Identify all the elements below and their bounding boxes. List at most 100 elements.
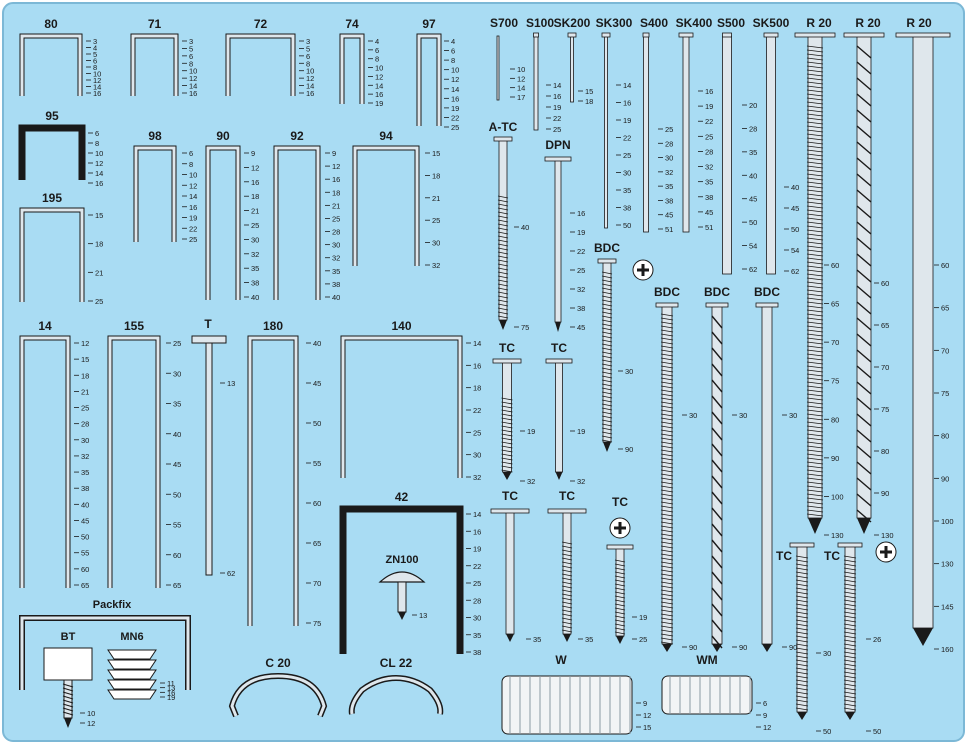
thread-line: [843, 635, 857, 639]
thread-line: [497, 195, 509, 199]
staple-label: 42: [395, 490, 409, 504]
tick-label: 32: [251, 250, 259, 259]
tick-label: 21: [251, 207, 259, 216]
thread-line: [601, 335, 613, 339]
thread-line: [806, 441, 824, 445]
thread-line: [614, 567, 626, 571]
thread-line: [601, 359, 613, 363]
thread-line: [601, 423, 613, 427]
thread-line: [601, 295, 613, 299]
tick-label: 14: [623, 81, 631, 90]
thread-line: [614, 575, 626, 579]
twist-line: [856, 205, 872, 219]
tick-label: 100: [941, 517, 954, 526]
tick-label: 16: [577, 209, 585, 218]
thread-line: [806, 205, 824, 209]
thread-line: [561, 629, 573, 633]
thread-line: [806, 289, 824, 293]
tick-label: 19: [623, 116, 631, 125]
tick-label: 35: [533, 635, 541, 644]
pin-shank: [554, 159, 562, 323]
thread-line: [806, 165, 824, 169]
pin-point: [845, 712, 855, 720]
pin-label: TC: [499, 341, 515, 355]
phillips-head-cross: [614, 522, 626, 534]
tick-label: 9: [643, 699, 647, 708]
thread-line: [561, 589, 573, 593]
thread-line: [660, 409, 674, 413]
pin-label: SK500: [753, 16, 790, 30]
thread-line: [795, 703, 809, 707]
thread-line: [660, 517, 674, 521]
tick-label: 25: [705, 132, 713, 141]
tick-label: 32: [577, 285, 585, 294]
tick-label: 35: [332, 267, 340, 276]
thread-line: [660, 365, 674, 369]
twist-line: [856, 477, 872, 491]
tick-label: 32: [665, 168, 673, 177]
fastener-label: MN6: [120, 631, 143, 643]
twist-line: [856, 349, 872, 363]
tick-label: 25: [577, 266, 585, 275]
twist-line: [711, 411, 723, 425]
thread-line: [795, 691, 809, 695]
tick-label: 10: [87, 709, 95, 718]
thread-line: [806, 177, 824, 181]
thread-line: [806, 209, 824, 213]
thread-line: [561, 573, 573, 577]
tick-label: 75: [521, 323, 529, 332]
pin-shank: [643, 35, 649, 233]
tick-label: 130: [831, 531, 844, 540]
thread-line: [806, 273, 824, 277]
tick-label: 14: [451, 85, 459, 94]
thread-line: [806, 189, 824, 193]
tick-label: 8: [306, 59, 310, 68]
twist-line: [711, 555, 723, 569]
pin-point: [797, 712, 807, 720]
thread-line: [497, 271, 509, 275]
tick-label: 25: [95, 297, 103, 306]
twist-line: [711, 379, 723, 393]
pin-head: [837, 542, 863, 548]
tick-label: 12: [189, 74, 197, 83]
thread-line: [795, 615, 809, 619]
tick-label: 3: [189, 37, 193, 46]
tick-label: 25: [473, 428, 481, 437]
thread-line: [806, 281, 824, 285]
thread-line: [62, 683, 74, 688]
thread-line: [660, 413, 674, 417]
tick-label: 15: [643, 723, 651, 732]
thread-line: [601, 279, 613, 283]
thread-line: [806, 361, 824, 365]
twist-line: [711, 619, 723, 633]
thread-line: [843, 683, 857, 687]
pin-shank: [505, 511, 515, 635]
pin-label: SK300: [596, 16, 633, 30]
twist-line: [711, 571, 723, 585]
tick-label: 16: [167, 688, 175, 697]
thread-line: [561, 545, 573, 549]
pin-head: [843, 32, 885, 38]
tick-label: 35: [173, 400, 181, 409]
thread-line: [660, 397, 674, 401]
tick-label: 16: [93, 89, 101, 98]
thread-line: [843, 603, 857, 607]
tick-label: 35: [473, 631, 481, 640]
thread-line: [843, 695, 857, 699]
thread-line: [601, 435, 613, 439]
thread-line: [561, 597, 573, 601]
tick-label: 38: [473, 648, 481, 657]
thread-line: [497, 259, 509, 263]
thread-line: [614, 563, 626, 567]
pin-head: [567, 32, 577, 38]
thread-line: [806, 461, 824, 465]
tick-label: 80: [831, 415, 839, 424]
thread-line: [843, 699, 857, 703]
tick-label: 28: [332, 228, 340, 237]
tick-label: 30: [251, 235, 259, 244]
tick-label: 38: [81, 484, 89, 493]
tick-label: 9: [332, 149, 336, 158]
